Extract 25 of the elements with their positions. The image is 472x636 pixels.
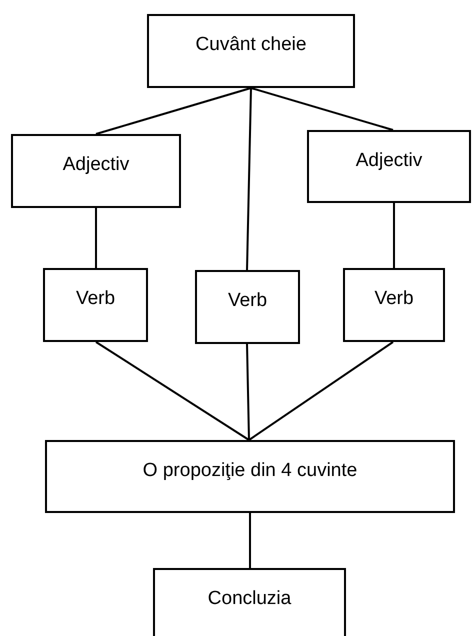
text-box: [343, 268, 445, 342]
box-label: Verb: [374, 287, 414, 311]
connector-line: [96, 87, 252, 135]
text-box: [153, 568, 346, 636]
connector-line: [248, 341, 394, 441]
box-label: Cuvânt cheie: [196, 33, 306, 57]
connector-line: [393, 203, 395, 268]
text-box: [147, 14, 355, 88]
box-label: Verb: [76, 287, 116, 311]
connector-line: [95, 341, 250, 441]
connector-line: [95, 208, 97, 268]
text-box: [11, 134, 181, 208]
text-box: [195, 270, 300, 344]
box-label: Adjectiv: [62, 153, 130, 177]
box-label: Concluzia: [208, 587, 292, 611]
connector-line: [249, 513, 251, 568]
connector-line: [246, 344, 250, 440]
text-box: [307, 130, 471, 203]
text-box: [43, 268, 148, 342]
box-label: Verb: [228, 289, 268, 313]
box-label: O propoziţie din 4 cuvinte: [142, 459, 358, 483]
box-label: Adjectiv: [356, 149, 422, 173]
text-box: [45, 440, 455, 513]
connector-line: [250, 87, 394, 131]
connector-line: [246, 88, 252, 270]
